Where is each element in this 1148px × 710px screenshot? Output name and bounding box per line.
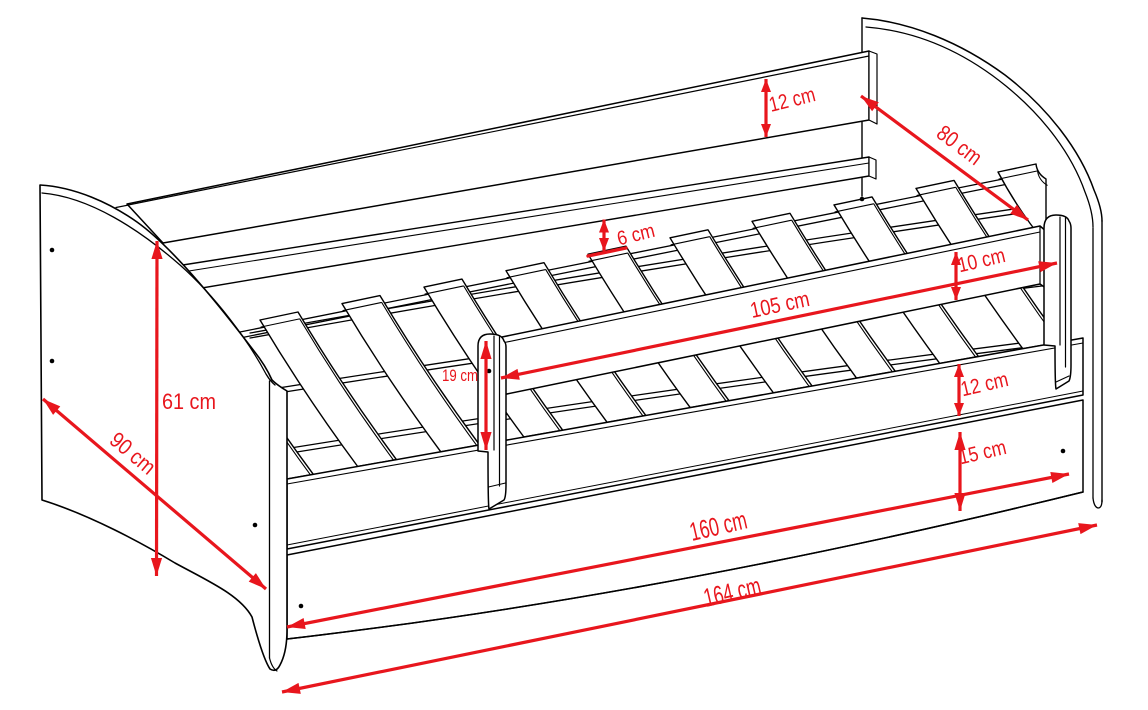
svg-text:19 cm: 19 cm: [442, 366, 478, 385]
svg-text:61 cm: 61 cm: [162, 389, 216, 414]
